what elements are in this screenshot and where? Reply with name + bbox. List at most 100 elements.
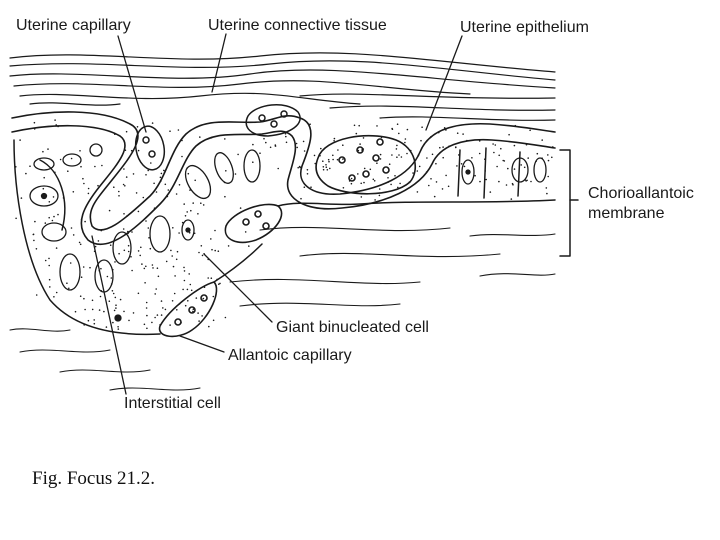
stipple-dot: [25, 172, 27, 175]
stipple-dot: [94, 245, 97, 248]
stipple-dot: [119, 298, 122, 301]
stipple-dot: [263, 137, 265, 140]
stipple-dot: [108, 300, 111, 303]
stipple-dot: [173, 292, 176, 295]
stipple-dot: [187, 172, 190, 175]
stipple-dot: [295, 142, 298, 145]
stipple-dot: [160, 314, 163, 316]
stipple-dot: [48, 201, 51, 203]
stipple-dot: [176, 250, 179, 253]
stipple-dot: [471, 157, 473, 159]
stipple-dot: [447, 185, 450, 188]
stipple-dot: [342, 144, 344, 146]
stipple-dot: [67, 170, 69, 172]
stipple-dot: [234, 173, 237, 175]
stipple-dot: [200, 245, 203, 247]
stipple-dot: [123, 310, 125, 313]
stipple-dot: [510, 198, 513, 200]
stipple-dot: [493, 151, 495, 154]
stipple-dot: [210, 137, 213, 139]
stipple-dot: [194, 179, 196, 182]
stipple-dot: [144, 282, 146, 284]
stipple-dot: [42, 187, 45, 190]
stipple-dot: [448, 145, 450, 147]
stipple-dot: [100, 229, 103, 232]
stipple-dot: [359, 143, 361, 145]
stipple-dot: [420, 139, 422, 142]
stipple-dot: [181, 155, 183, 158]
stipple-dot: [55, 124, 57, 126]
stipple-dot: [527, 157, 529, 159]
stipple-dot: [59, 158, 62, 161]
stipple-dot: [395, 148, 398, 150]
stipple-dot: [42, 150, 44, 153]
stipple-dot: [127, 230, 129, 233]
stipple-dot: [435, 162, 437, 165]
stipple-dot: [29, 165, 31, 167]
stipple-dot: [396, 156, 398, 158]
stipple-dot: [512, 184, 514, 186]
stipple-dot: [333, 140, 335, 142]
stipple-dot: [44, 259, 47, 262]
stipple-dot: [44, 222, 47, 224]
stipple-dot: [306, 169, 309, 171]
stipple-dot: [202, 204, 205, 206]
stipple-dot: [192, 202, 194, 204]
stipple-dot: [500, 147, 502, 150]
stipple-dot: [441, 188, 444, 190]
stipple-dot: [456, 165, 458, 167]
stipple-dot: [456, 132, 459, 134]
stipple-dot: [507, 167, 509, 170]
stipple-dot: [89, 266, 91, 269]
stipple-dot: [195, 297, 198, 299]
stipple-dot: [112, 321, 114, 324]
stipple-dot: [252, 161, 254, 163]
stipple-dot: [135, 192, 138, 194]
stipple-dot: [285, 141, 288, 144]
stipple-dot: [514, 124, 517, 127]
stipple-dot: [156, 314, 159, 316]
stipple-dot: [541, 139, 543, 141]
stipple-dot: [388, 163, 391, 165]
stipple-dot: [145, 307, 148, 309]
stipple-dot: [379, 158, 382, 160]
stipple-dot: [417, 154, 420, 156]
stipple-dot: [529, 129, 531, 132]
stipple-dot: [198, 320, 200, 322]
stipple-dot: [101, 164, 103, 167]
stipple-dot: [224, 138, 226, 140]
stipple-dot: [398, 132, 400, 135]
stipple-dot: [463, 165, 466, 168]
stipple-dot: [166, 195, 169, 198]
stipple-dot: [137, 210, 140, 213]
stipple-dot: [155, 288, 157, 290]
stipple-dot: [387, 181, 389, 183]
stipple-dot: [170, 249, 172, 252]
stipple-dot: [154, 293, 156, 295]
stipple-dot: [98, 309, 101, 311]
stipple-dot: [91, 308, 94, 311]
stipple-dot: [489, 191, 492, 193]
stipple-dot: [224, 316, 227, 319]
stipple-dot: [183, 270, 186, 272]
stipple-dot: [127, 250, 130, 253]
stipple-dot: [53, 296, 55, 298]
stipple-dot: [523, 166, 526, 169]
stipple-dot: [128, 319, 130, 322]
stipple-dot: [137, 292, 140, 295]
stipple-dot: [190, 289, 193, 292]
stipple-dot: [113, 186, 115, 188]
stipple-dot: [552, 146, 554, 148]
stipple-dot: [136, 126, 139, 128]
stipple-dot: [192, 310, 194, 313]
stipple-dot: [353, 124, 356, 127]
stipple-dot: [492, 143, 494, 145]
stipple-dot: [149, 247, 152, 250]
stipple-dot: [398, 154, 400, 156]
stipple-dot: [142, 196, 145, 199]
stipple-dot: [175, 258, 178, 261]
stipple-dot: [350, 177, 353, 180]
stipple-dot: [124, 149, 127, 151]
label-allantoic-capillary: Allantoic capillary: [228, 347, 352, 364]
stipple-dot: [117, 326, 119, 328]
